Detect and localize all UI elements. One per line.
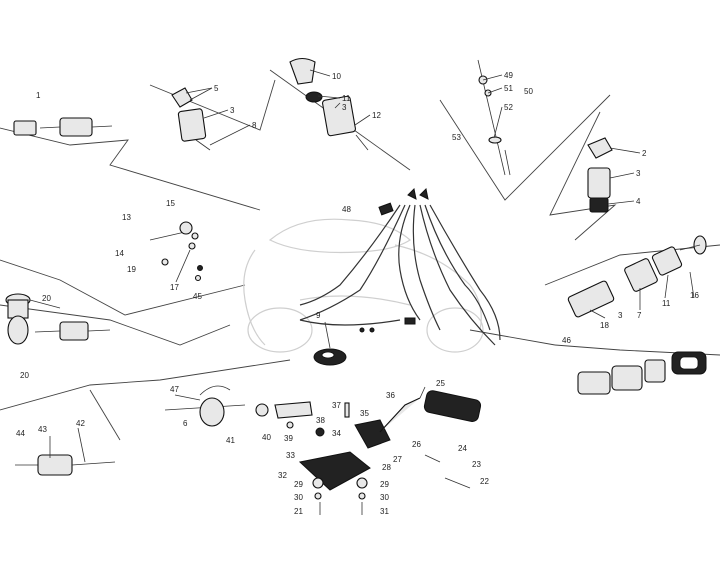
label-38: 38 — [316, 416, 325, 425]
label-35: 35 — [360, 409, 369, 418]
label-11: 11 — [662, 299, 671, 308]
label-41: 41 — [226, 436, 235, 445]
label-49: 49 — [504, 71, 513, 80]
label-33: 33 — [286, 451, 295, 460]
label-46: 46 — [562, 336, 571, 345]
label-27: 27 — [393, 455, 402, 464]
label-50: 50 — [524, 87, 533, 96]
label-15: 15 — [166, 199, 175, 208]
label-39: 39 — [284, 434, 293, 443]
label-37: 37 — [332, 401, 341, 410]
label-28: 28 — [382, 463, 391, 472]
label-51: 51 — [504, 84, 513, 93]
section-dividers — [0, 69, 720, 441]
part-16-11-7-3-18-grip-assembly — [567, 235, 707, 318]
part-46-lever-end — [577, 351, 707, 395]
label-29: 29 — [380, 480, 389, 489]
part-13-15-17-bolt-assembly — [149, 221, 203, 283]
label-17: 17 — [170, 283, 179, 292]
label-48: 48 — [342, 205, 351, 214]
label-14: 14 — [115, 249, 124, 258]
label-52: 52 — [504, 103, 513, 112]
label-44: 44 — [16, 429, 25, 438]
label-43: 43 — [38, 425, 47, 434]
label-18: 18 — [600, 321, 609, 330]
label-32: 32 — [278, 471, 287, 480]
label-19: 19 — [127, 265, 136, 274]
label-13: 13 — [122, 213, 131, 222]
part-pedal-assembly — [255, 390, 482, 515]
label-42: 42 — [76, 419, 85, 428]
label-53: 53 — [452, 133, 461, 142]
label-10: 10 — [332, 72, 341, 81]
label-30: 30 — [294, 493, 303, 502]
part-1-cable-end — [13, 117, 113, 137]
label-45: 45 — [193, 292, 202, 301]
label-4: 4 — [636, 197, 641, 206]
label-20: 20 — [20, 371, 29, 380]
label-11: 11 — [342, 94, 351, 103]
label-31: 31 — [380, 507, 389, 516]
label-47: 47 — [170, 385, 179, 394]
label-29: 29 — [294, 480, 303, 489]
label-12: 12 — [372, 111, 381, 120]
part-44-43-42-threaded-rod — [15, 454, 116, 476]
label-20: 20 — [42, 294, 51, 303]
label-1: 1 — [36, 91, 41, 100]
label-3: 3 — [230, 106, 235, 115]
label-3: 3 — [618, 311, 623, 320]
label-34: 34 — [332, 429, 341, 438]
part-47-6-41-cable-and-clamp — [164, 385, 246, 427]
label-22: 22 — [480, 477, 489, 486]
label-3: 3 — [342, 103, 347, 112]
label-25: 25 — [436, 379, 445, 388]
part-5-3-8-control-sleeve — [171, 87, 211, 151]
part-9-grommet — [313, 348, 347, 366]
label-36: 36 — [386, 391, 395, 400]
label-40: 40 — [262, 433, 271, 442]
part-2-3-4-lever-end — [587, 137, 613, 213]
label-7: 7 — [637, 311, 642, 320]
label-23: 23 — [472, 460, 481, 469]
label-24: 24 — [458, 444, 467, 453]
part-20-nut-and-screw — [5, 293, 111, 345]
label-30: 30 — [380, 493, 389, 502]
part-number-labels: 1 5 3 8 10 11 3 12 49 51 50 52 53 2 3 4 … — [16, 71, 699, 516]
label-8: 8 — [252, 121, 257, 130]
label-16: 16 — [690, 291, 699, 300]
label-6: 6 — [183, 419, 188, 428]
label-21: 21 — [294, 507, 303, 516]
label-26: 26 — [412, 440, 421, 449]
leader-lines — [29, 69, 695, 463]
part-10-11-3-12-throttle-grip — [289, 57, 369, 151]
label-2: 2 — [642, 149, 647, 158]
label-3: 3 — [636, 169, 641, 178]
label-9: 9 — [316, 311, 321, 320]
cable-harness — [299, 187, 501, 346]
scooter-outline — [243, 218, 484, 353]
label-5: 5 — [214, 84, 219, 93]
